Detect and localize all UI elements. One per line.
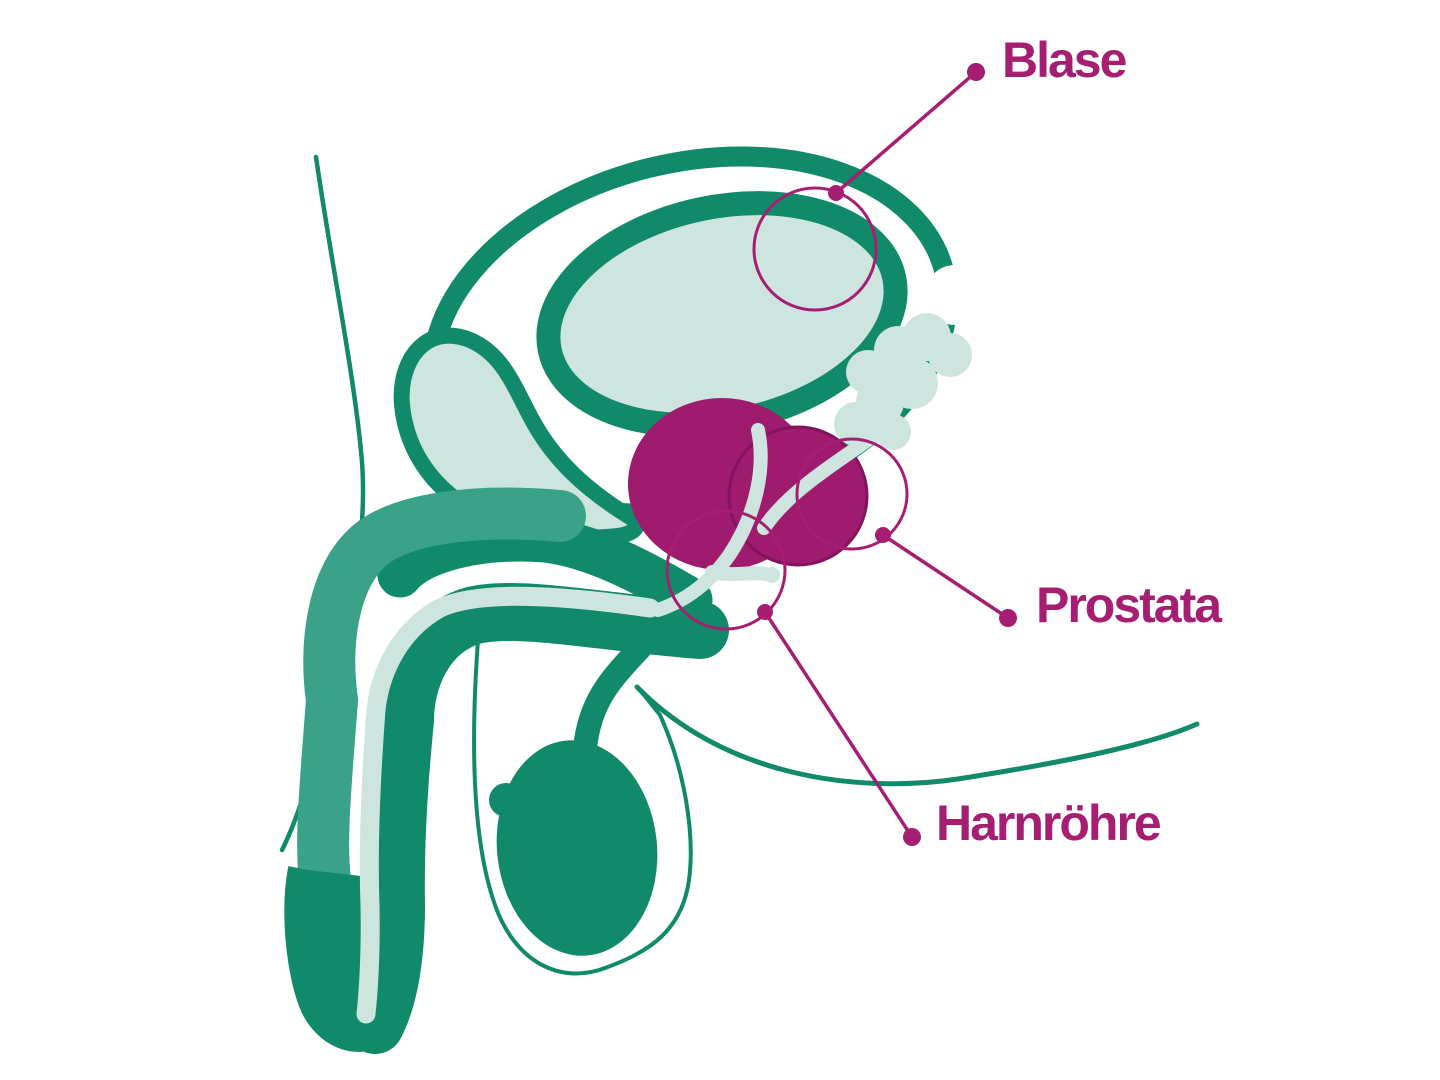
prostate-callout-circle	[795, 437, 909, 551]
bladder-leader-line	[834, 70, 978, 195]
urethra-anchor-dot	[757, 604, 773, 620]
seminal-vesicle-shape	[834, 313, 972, 450]
leader-lines	[763, 70, 1009, 838]
urethra-callout-circle	[665, 509, 787, 631]
corpus-cavernosum-band	[297, 487, 586, 906]
urethra-leader-line	[763, 611, 914, 838]
prostate-label-dot	[999, 609, 1017, 627]
urethra-strip	[356, 586, 660, 1024]
bladder-label: Blase	[1002, 32, 1127, 88]
prostate-label: Prostata	[1036, 577, 1222, 633]
callout-circles	[665, 186, 909, 631]
testicle-shape	[496, 740, 658, 956]
prostate-leader-line	[882, 533, 1009, 620]
ring-mask	[925, 265, 985, 325]
prostate-anchor-dot	[875, 527, 891, 543]
leader-dots	[757, 63, 1017, 846]
duct-stub	[705, 565, 773, 582]
urethra-label-dot	[903, 828, 921, 846]
perineum-contour-line	[634, 684, 1200, 787]
bladder-label-dot	[967, 63, 985, 81]
bladder-callout-circle	[752, 186, 878, 312]
urethra-in-prostate	[651, 423, 889, 617]
duct-knob	[764, 567, 780, 583]
ejaculatory-duct	[757, 423, 889, 535]
urethra-label: Harnröhre	[936, 795, 1162, 851]
glans-shape	[284, 866, 416, 1052]
bladder-anchor-dot	[828, 185, 844, 201]
scrotum-outline	[472, 625, 693, 976]
vas-deferens-tube	[573, 636, 652, 760]
